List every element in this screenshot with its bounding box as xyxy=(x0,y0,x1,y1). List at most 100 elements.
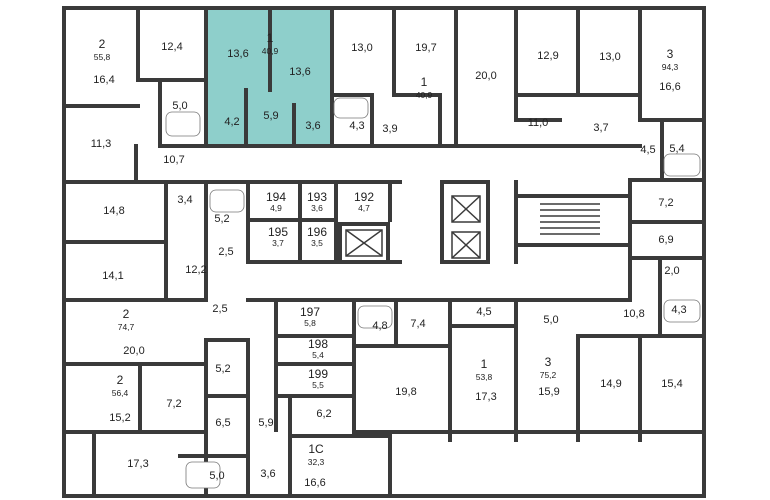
room-area: 13,0 xyxy=(351,42,372,54)
svg-text:75,2: 75,2 xyxy=(540,370,557,380)
apt-199[interactable]: 199 5,5 xyxy=(308,367,328,390)
svg-text:5,4: 5,4 xyxy=(312,350,324,360)
svg-text:55,8: 55,8 xyxy=(94,52,111,62)
svg-text:1: 1 xyxy=(421,75,428,89)
room-area: 15,2 xyxy=(109,412,130,424)
room-area: 13,0 xyxy=(599,51,620,63)
room-area: 5,4 xyxy=(669,143,684,155)
apt-1c-323[interactable]: 1С 32,3 xyxy=(308,442,325,467)
svg-text:74,7: 74,7 xyxy=(118,322,135,332)
room-area: 14,1 xyxy=(102,270,123,282)
room-area: 16,6 xyxy=(659,81,680,93)
room-area: 3,6 xyxy=(260,468,275,480)
room-area: 11,3 xyxy=(91,138,112,150)
room-area: 13,6 xyxy=(227,48,248,60)
svg-text:196: 196 xyxy=(307,225,327,239)
room-area: 12,4 xyxy=(161,41,182,53)
svg-text:2: 2 xyxy=(99,37,106,51)
svg-text:3,6: 3,6 xyxy=(311,203,323,213)
svg-text:94,3: 94,3 xyxy=(662,62,679,72)
apt-1-409[interactable]: 1 40,9 xyxy=(416,75,433,100)
room-area: 3,4 xyxy=(177,194,192,206)
svg-text:199: 199 xyxy=(308,367,328,381)
svg-text:56,4: 56,4 xyxy=(112,388,129,398)
room-area: 3,9 xyxy=(382,123,397,135)
room-area: 4,5 xyxy=(476,306,491,318)
room-area: 20,0 xyxy=(123,345,144,357)
room-area: 19,7 xyxy=(415,42,436,54)
svg-text:194: 194 xyxy=(266,190,286,204)
room-area: 6,9 xyxy=(658,234,673,246)
room-area: 13,6 xyxy=(289,66,310,78)
room-area: 10,8 xyxy=(623,308,644,320)
svg-text:197: 197 xyxy=(300,305,320,319)
room-area: 4,3 xyxy=(349,120,364,132)
room-area: 2,5 xyxy=(218,246,233,258)
apt-3-943[interactable]: 3 94,3 xyxy=(662,47,679,72)
room-area: 3,7 xyxy=(593,122,608,134)
room-area: 17,3 xyxy=(127,458,148,470)
apt-192[interactable]: 192 4,7 xyxy=(354,190,374,213)
room-area: 5,2 xyxy=(215,363,230,375)
room-area: 14,9 xyxy=(600,378,621,390)
room-area: 5,0 xyxy=(209,470,224,482)
svg-text:1: 1 xyxy=(267,31,274,45)
apt-198[interactable]: 198 5,4 xyxy=(308,337,328,360)
corridor-north xyxy=(140,145,640,183)
room-area: 6,5 xyxy=(215,417,230,429)
svg-text:5,8: 5,8 xyxy=(304,318,316,328)
room-area: 15,9 xyxy=(538,386,559,398)
room-area: 19,8 xyxy=(395,386,416,398)
svg-text:2: 2 xyxy=(123,307,130,321)
svg-text:192: 192 xyxy=(354,190,374,204)
svg-text:40,9: 40,9 xyxy=(416,90,433,100)
apt-2-747[interactable]: 2 74,7 xyxy=(118,307,135,332)
svg-text:5,5: 5,5 xyxy=(312,380,324,390)
outer-walls xyxy=(62,6,706,498)
room-area: 5,2 xyxy=(214,213,229,225)
room-area: 7,4 xyxy=(410,318,425,330)
room-area: 7,2 xyxy=(658,197,673,209)
room-area: 4,3 xyxy=(671,304,686,316)
svg-text:2: 2 xyxy=(117,373,124,387)
room-area: 4,8 xyxy=(372,320,387,332)
apt-195[interactable]: 195 3,7 xyxy=(268,225,288,248)
apt-2-558[interactable]: 2 55,8 xyxy=(94,37,111,62)
apt-3-752[interactable]: 3 75,2 xyxy=(540,355,557,380)
apt-2-564[interactable]: 2 56,4 xyxy=(112,373,129,398)
room-area: 2,5 xyxy=(212,303,227,315)
room-area: 5,9 xyxy=(263,110,278,122)
room-area: 7,2 xyxy=(166,398,181,410)
room-area: 11,0 xyxy=(528,117,549,129)
room-area: 4,5 xyxy=(640,144,655,156)
room-area: 6,2 xyxy=(316,408,331,420)
interior-walls xyxy=(62,6,706,498)
svg-text:193: 193 xyxy=(307,190,327,204)
room-area: 4,2 xyxy=(224,116,239,128)
apt-197[interactable]: 197 5,8 xyxy=(300,305,320,328)
svg-text:32,3: 32,3 xyxy=(308,457,325,467)
apt-194[interactable]: 194 4,9 xyxy=(266,190,286,213)
room-area: 10,7 xyxy=(163,154,184,166)
svg-text:1: 1 xyxy=(481,357,488,371)
svg-text:53,8: 53,8 xyxy=(476,372,493,382)
apt-196[interactable]: 196 3,5 xyxy=(307,225,327,248)
room-area: 14,8 xyxy=(103,205,124,217)
svg-text:3,7: 3,7 xyxy=(272,238,284,248)
room-area: 2,0 xyxy=(664,265,679,277)
core-details xyxy=(345,195,600,259)
room-area: 12,9 xyxy=(537,50,558,62)
svg-text:198: 198 xyxy=(308,337,328,351)
svg-text:3: 3 xyxy=(667,47,674,61)
room-area: 17,3 xyxy=(475,391,496,403)
apt-1-409-highlight[interactable]: 1 40,9 xyxy=(262,31,279,56)
svg-text:4,7: 4,7 xyxy=(358,203,370,213)
svg-text:1С: 1С xyxy=(308,442,324,456)
apt-193[interactable]: 193 3,6 xyxy=(307,190,327,213)
svg-text:3,5: 3,5 xyxy=(311,238,323,248)
apt-1-538[interactable]: 1 53,8 xyxy=(476,357,493,382)
room-area: 3,6 xyxy=(305,120,320,132)
room-area: 16,6 xyxy=(304,477,325,489)
svg-text:3: 3 xyxy=(545,355,552,369)
